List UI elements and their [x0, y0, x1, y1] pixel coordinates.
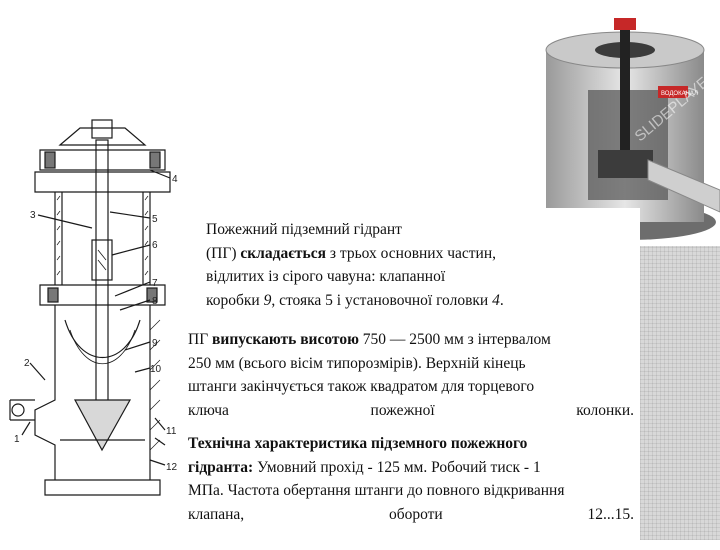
p3-line3: МПа. Частота обертання штанги до повного…	[188, 482, 565, 499]
photo-tag: ВОДОКАНАЛ	[661, 91, 698, 97]
callout-3: 3	[30, 210, 36, 221]
paragraph-specs: Технічна характеристика підземного пожеж…	[188, 432, 634, 550]
decorative-strip	[640, 246, 720, 540]
p1-line3: відлитих із сірого чавуна: клапанної	[206, 268, 446, 285]
paragraph-composition: Пожежний підземний гідрант (ПГ) складаєт…	[206, 218, 551, 312]
p2-line1: ПГ випускають висотою 750 — 2500 мм з ін…	[188, 331, 551, 348]
hydrant-section-drawing: 4 5 6 7 8 9 10 11 12 3 2 1	[0, 100, 190, 520]
callout-7: 7	[152, 278, 158, 289]
text-panel: Пожежний підземний гідрант (ПГ) складаєт…	[182, 208, 640, 540]
p1-line1: Пожежний підземний гідрант	[206, 221, 402, 238]
callout-12: 12	[166, 462, 178, 473]
p1-line2: (ПГ) складається з трьох основних частин…	[206, 244, 497, 262]
callout-10: 10	[150, 364, 162, 375]
callout-4: 4	[172, 174, 178, 185]
callout-9: 9	[152, 338, 158, 349]
callout-5: 5	[152, 214, 158, 225]
p1-line4: коробки 9, стояка 5 і установочної голов…	[206, 291, 504, 309]
callout-6: 6	[152, 240, 158, 251]
p3-line4: клапана, обороти 12...15.	[188, 505, 634, 523]
callout-1: 1	[14, 434, 20, 445]
p3-line2: гідранта: Умовний прохід - 125 мм. Робоч…	[188, 458, 541, 476]
callout-2: 2	[24, 358, 30, 369]
p2-line3: штанги закінчується також квадратом для …	[188, 378, 535, 395]
p2-line4: ключа пожежної колонки.	[188, 401, 634, 419]
p3-line1: Технічна характеристика підземного пожеж…	[188, 435, 528, 452]
callout-11: 11	[166, 426, 177, 437]
paragraph-production: ПГ випускають висотою 750 — 2500 мм з ін…	[188, 328, 634, 446]
callout-8: 8	[152, 296, 158, 307]
p2-line2: 250 мм (всього вісім типорозмірів). Верх…	[188, 354, 526, 372]
